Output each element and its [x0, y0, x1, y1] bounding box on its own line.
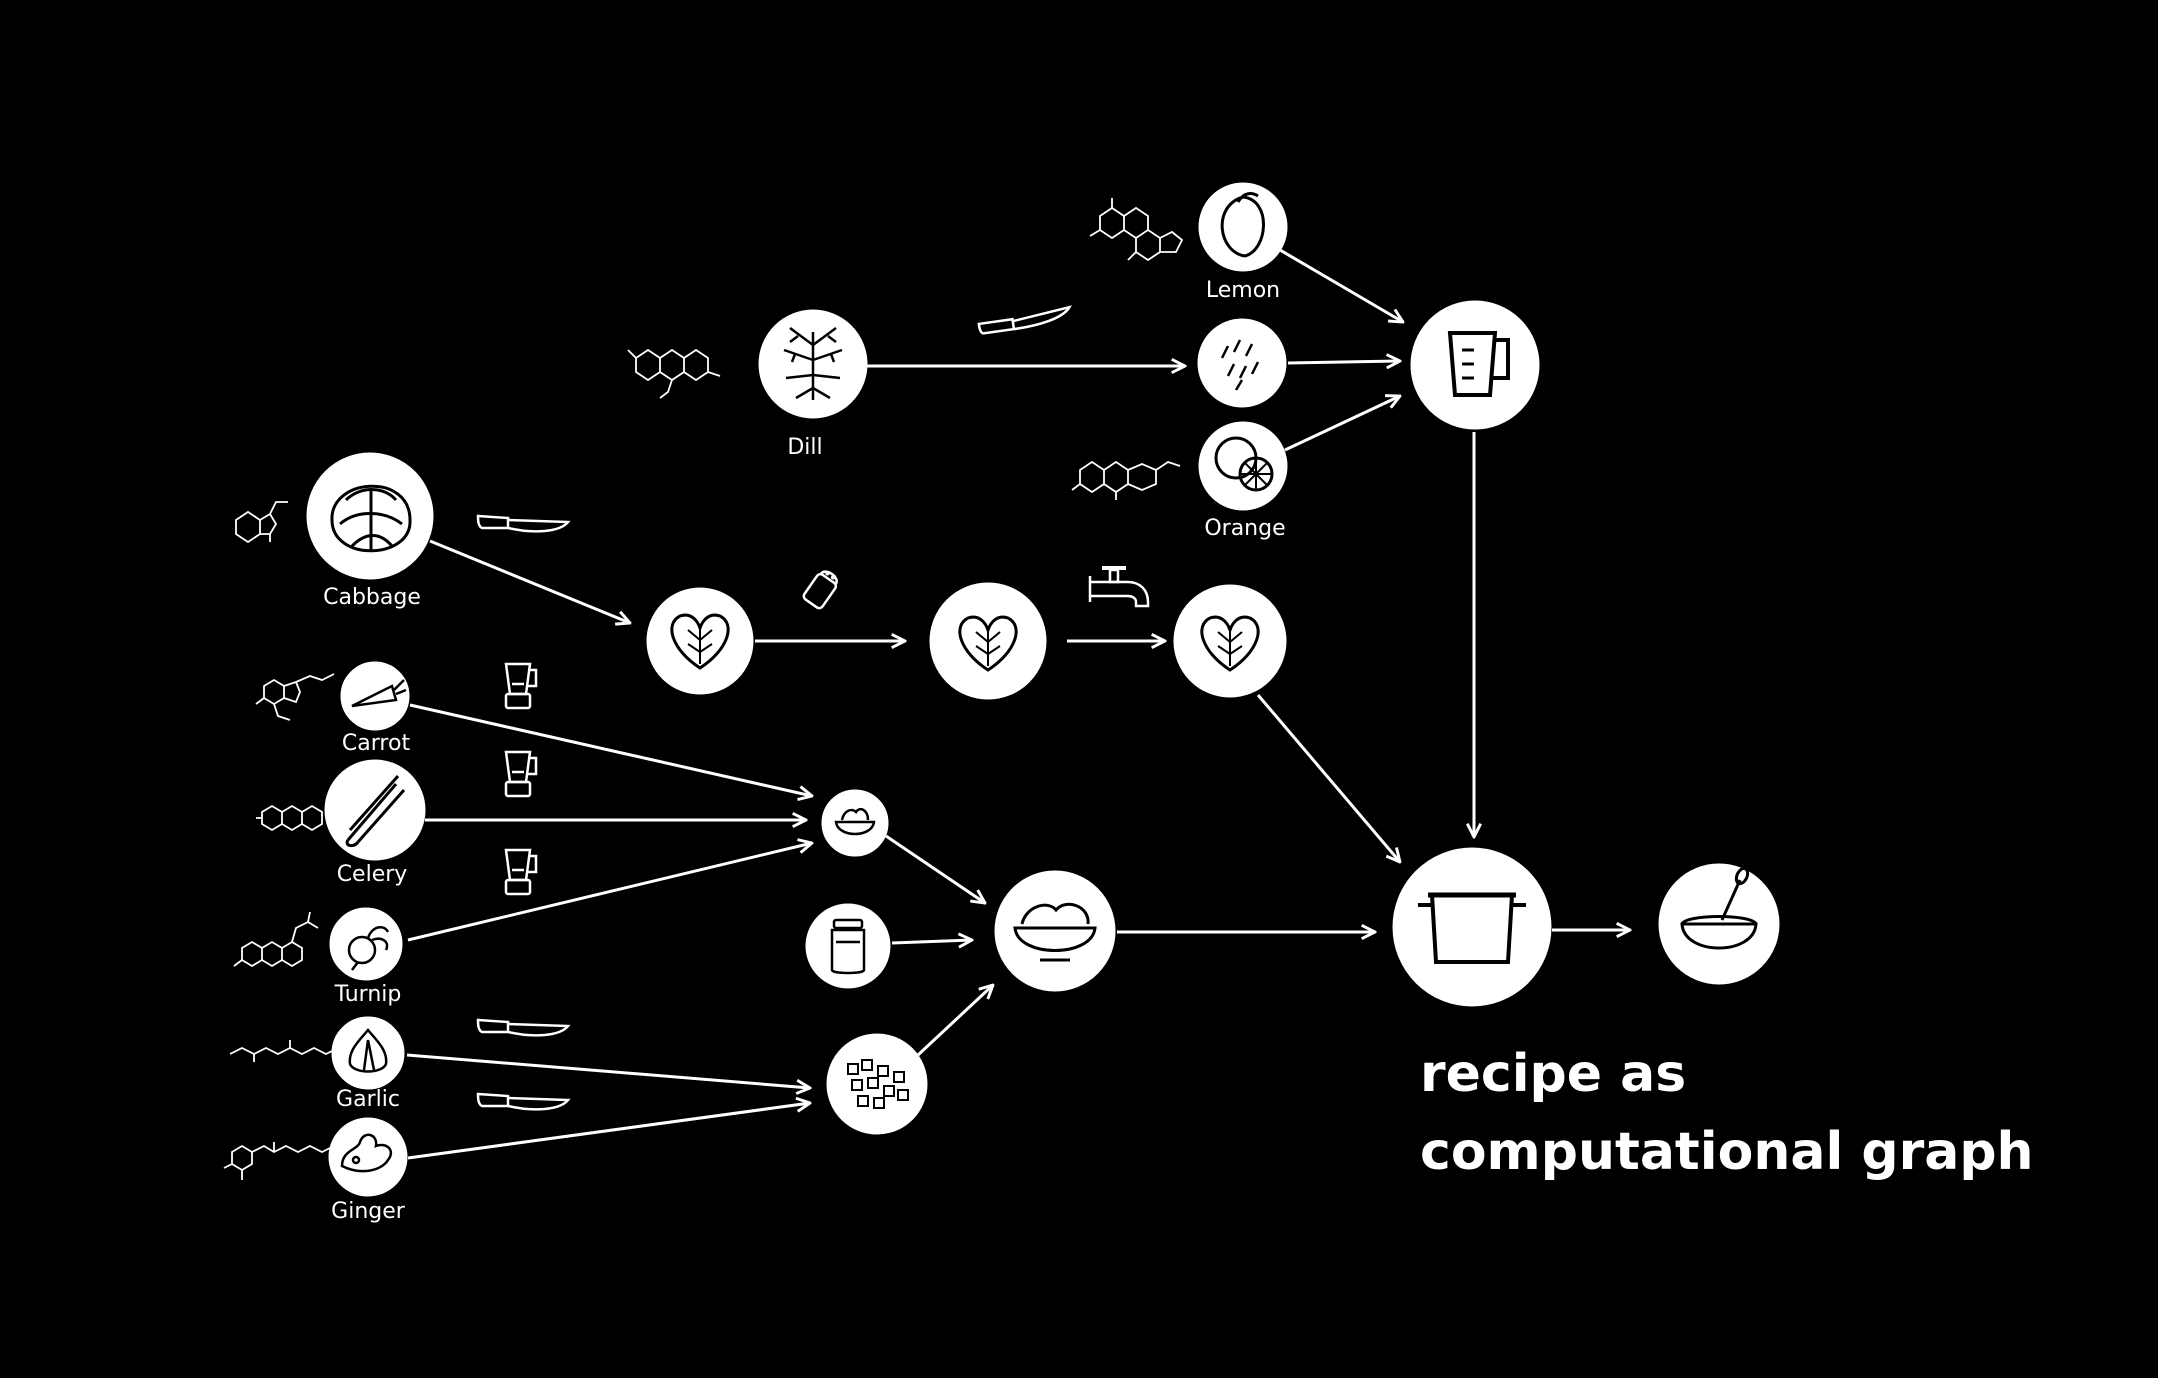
cooking-pot-node [1392, 847, 1552, 1007]
blender-icon [504, 848, 538, 896]
edge-jar-to-bowl [891, 940, 972, 943]
caption-line-1: recipe as [1420, 1044, 1687, 1104]
molecule-icon [1089, 198, 1184, 262]
jar-icon [830, 918, 866, 975]
carrot-node [340, 661, 410, 731]
knife-icon [977, 305, 1072, 335]
label-carrot: Carrot [342, 731, 411, 756]
molecule-icon [229, 1040, 339, 1062]
molecule-icon [255, 673, 335, 721]
dill-node [758, 309, 868, 419]
edge-mash-to-bowl [885, 834, 985, 903]
minced-pieces-icon [847, 1059, 909, 1109]
label-garlic: Garlic [336, 1087, 400, 1112]
caption-line-2: computational graph [1420, 1122, 2034, 1182]
label-lemon: Lemon [1206, 278, 1280, 303]
label-cabbage: Cabbage [323, 585, 421, 610]
garlic-node [331, 1016, 405, 1090]
label-turnip: Turnip [334, 982, 402, 1007]
label-dill: Dill [787, 435, 822, 460]
garlic-icon [348, 1027, 388, 1073]
turnip-node [329, 907, 403, 981]
node-labels: Lemon Dill Orange Cabbage Carrot Celery … [323, 278, 1286, 1224]
cabbage-leaf-icon [958, 615, 1018, 672]
washed-leaf-node [1173, 584, 1287, 698]
molecule-icon [1071, 460, 1181, 500]
turnip-icon [347, 925, 390, 971]
graph-nodes [306, 182, 1780, 1197]
tool-icons [476, 305, 1150, 1111]
blender-icon [504, 750, 538, 798]
final-dish-node [1658, 863, 1780, 985]
jar-node [805, 903, 891, 989]
orange-icon [1214, 436, 1274, 492]
edge-lemon-to-cup [1279, 248, 1403, 322]
ginger-icon [340, 1133, 393, 1173]
label-orange: Orange [1204, 516, 1285, 541]
edge-orange-to-cup [1284, 396, 1400, 452]
cabbage-icon [330, 484, 412, 553]
graph-edges [406, 248, 1630, 1160]
bowl-with-spoon-icon [1680, 866, 1758, 950]
cabbage-leaf-icon [670, 613, 730, 670]
mash-node [821, 789, 889, 857]
pot-icon [1418, 892, 1526, 964]
knife-icon [476, 514, 571, 533]
molecule-icon [627, 348, 721, 399]
celery-node [324, 759, 426, 861]
edge-carrot-to-mash [409, 703, 812, 796]
lemon-icon [1220, 192, 1265, 258]
salted-leaf-node [929, 582, 1047, 700]
edge-cabbage-to-leaf [429, 539, 630, 623]
edge-minced-to-bowl [916, 985, 993, 1057]
measuring-cup-node [1410, 300, 1540, 430]
edge-ginger-to-minced [407, 1103, 810, 1160]
minced-node [826, 1033, 928, 1135]
edge-washed-leaf-to-pot [1256, 694, 1400, 862]
small-bowl-icon [834, 808, 876, 836]
knife-icon [476, 1092, 571, 1111]
molecule-icon [256, 804, 323, 832]
ginger-node [328, 1117, 408, 1197]
molecule-icon [223, 1142, 335, 1180]
cabbage-leaf-icon [1200, 615, 1260, 672]
salt-shaker-icon [802, 570, 838, 610]
label-celery: Celery [337, 862, 408, 887]
orange-node [1198, 421, 1288, 511]
dill-icon [783, 326, 843, 400]
lemon-node [1198, 182, 1288, 272]
chopped-dill-icon [1220, 339, 1260, 391]
edge-turnip-to-mash [407, 843, 812, 942]
celery-icon [345, 775, 406, 848]
edge-garlic-to-minced [406, 1053, 810, 1088]
bowl-icon [1013, 902, 1097, 962]
faucet-icon [1088, 566, 1150, 608]
cabbage-node [306, 452, 434, 580]
carrot-icon [351, 679, 407, 708]
molecule-icon [235, 501, 288, 544]
diagram-caption: recipe as computational graph [1420, 1035, 2034, 1191]
label-ginger: Ginger [331, 1199, 406, 1224]
edge-chopped-dill-to-cup [1287, 361, 1400, 363]
blender-icon [504, 662, 538, 710]
molecule-icons [223, 198, 1184, 1180]
knife-icon [476, 1018, 571, 1037]
mixing-bowl-node [994, 870, 1116, 992]
chopped-dill-node [1197, 318, 1287, 408]
cabbage-leaf-node [646, 587, 754, 695]
molecule-icon [233, 911, 319, 968]
measuring-cup-icon [1447, 331, 1510, 397]
